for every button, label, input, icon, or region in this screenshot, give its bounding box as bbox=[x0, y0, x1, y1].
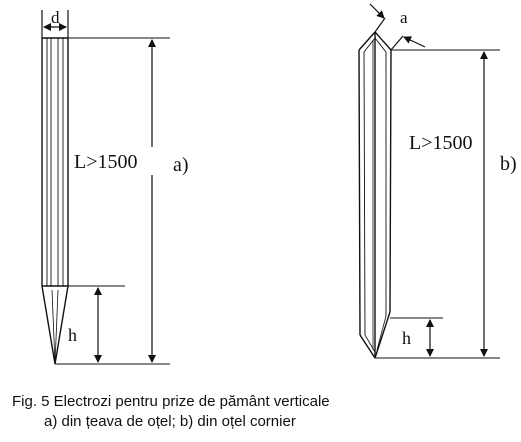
dimension-d bbox=[41, 10, 69, 38]
label-h-a: h bbox=[68, 325, 77, 345]
dimension-a bbox=[369, 3, 426, 51]
caption-subtitle: a) din țeava de oțel; b) din oțel cornie… bbox=[44, 413, 296, 430]
label-a: a bbox=[400, 8, 408, 27]
label-d: d bbox=[51, 8, 60, 27]
panel-label-a: a) bbox=[173, 154, 189, 176]
pipe-electrode-drawing bbox=[41, 37, 69, 365]
caption-title: Fig. 5 Electrozi pentru prize de pământ … bbox=[12, 393, 330, 410]
label-length-b: L>1500 bbox=[409, 132, 473, 154]
angle-electrode-drawing bbox=[358, 31, 392, 359]
label-h-b: h bbox=[402, 328, 411, 348]
label-length-a: L>1500 bbox=[74, 151, 138, 173]
panel-label-b: b) bbox=[500, 153, 517, 175]
length-extension-lines-a bbox=[55, 37, 170, 365]
length-extension-lines-b bbox=[375, 49, 500, 359]
